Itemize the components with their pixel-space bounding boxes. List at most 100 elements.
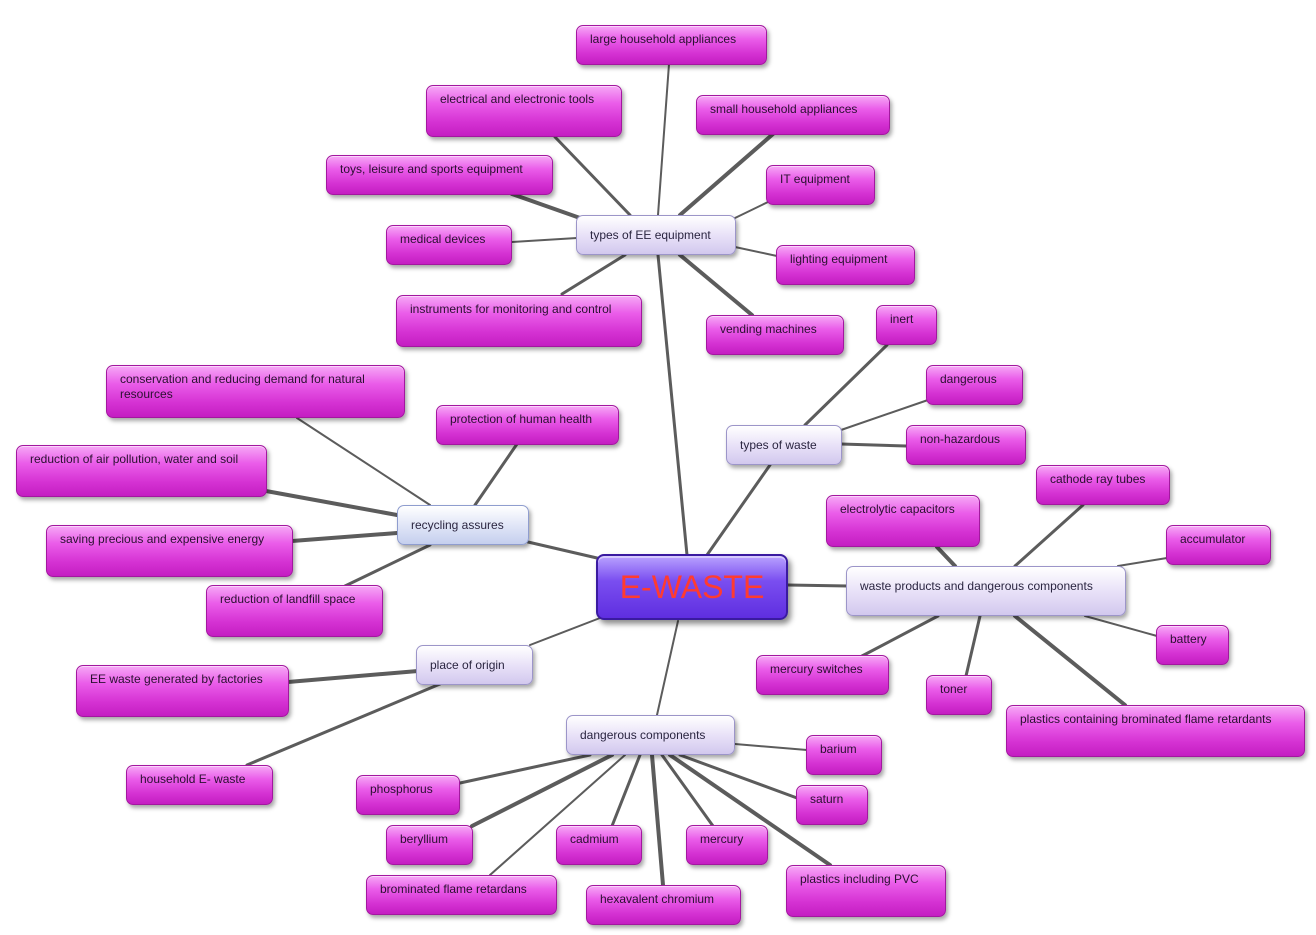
- leaf-node-cathode-ray-tubes[interactable]: cathode ray tubes: [1036, 465, 1170, 505]
- branch-node-label: dangerous components: [580, 728, 706, 742]
- branch-node-label: types of waste: [740, 438, 817, 452]
- leaf-node-hexavalent-chromium[interactable]: hexavalent chromium: [586, 885, 741, 925]
- connector-waste-inert: [803, 343, 889, 427]
- leaf-node-label: phosphorus: [370, 782, 433, 796]
- connector-recycling-landfill: [343, 543, 432, 588]
- leaf-node-label: reduction of air pollution, water and so…: [30, 452, 239, 466]
- leaf-node-instruments-monitoring[interactable]: instruments for monitoring and control: [396, 295, 642, 347]
- connector-origin-household: [245, 682, 442, 767]
- connector-ee-medical: [511, 237, 578, 243]
- leaf-node-household-e-waste[interactable]: household E- waste: [126, 765, 273, 805]
- leaf-node-battery[interactable]: battery: [1156, 625, 1229, 665]
- connector-components-pvc: [668, 753, 832, 867]
- leaf-node-reduction-landfill[interactable]: reduction of landfill space: [206, 585, 383, 637]
- connector-components-chromium: [650, 753, 665, 887]
- leaf-node-large-household-appliances[interactable]: large household appliances: [576, 25, 767, 65]
- branch-node-types-of-ee-equipment[interactable]: types of EE equipment: [576, 215, 736, 255]
- leaf-node-label: barium: [820, 742, 857, 756]
- leaf-node-label: accumulator: [1180, 532, 1246, 546]
- connector-components-phosphorus: [458, 753, 592, 785]
- leaf-node-saving-energy[interactable]: saving precious and expensive energy: [46, 525, 293, 577]
- connector-products-capacitors: [935, 545, 957, 568]
- branch-node-label: waste products and dangerous components: [860, 579, 1093, 593]
- leaf-node-mercury[interactable]: mercury: [686, 825, 768, 865]
- leaf-node-label: lighting equipment: [790, 252, 888, 266]
- leaf-node-protection-human-health[interactable]: protection of human health: [436, 405, 619, 445]
- leaf-node-label: beryllium: [400, 832, 449, 846]
- leaf-node-beryllium[interactable]: beryllium: [386, 825, 473, 865]
- branch-node-place-of-origin[interactable]: place of origin: [416, 645, 533, 685]
- leaf-node-electrolytic-capacitors[interactable]: electrolytic capacitors: [826, 495, 980, 547]
- connector-center-types-of-waste: [705, 463, 772, 557]
- connector-recycling-conservation: [296, 417, 431, 506]
- leaf-node-accumulator[interactable]: accumulator: [1166, 525, 1271, 565]
- branch-node-types-of-waste[interactable]: types of waste: [726, 425, 842, 465]
- leaf-node-label: mercury switches: [770, 662, 863, 676]
- center-node-label: E-WASTE: [619, 569, 765, 605]
- branch-node-label: place of origin: [430, 658, 505, 672]
- leaf-node-medical-devices[interactable]: medical devices: [386, 225, 512, 265]
- leaf-node-plastics-pvc[interactable]: plastics including PVC: [786, 865, 946, 917]
- connector-center-recycling: [526, 540, 599, 560]
- leaf-node-label: mercury: [700, 832, 744, 846]
- connector-components-barium: [734, 743, 808, 751]
- leaf-node-vending-machines[interactable]: vending machines: [706, 315, 844, 355]
- leaf-node-label: reduction of landfill space: [220, 592, 356, 606]
- leaf-node-mercury-switches[interactable]: mercury switches: [756, 655, 889, 695]
- leaf-node-label: conservation and reducing demand for nat…: [120, 372, 365, 401]
- leaf-node-plastics-brominated[interactable]: plastics containing brominated flame ret…: [1006, 705, 1305, 757]
- leaf-node-small-household-appliances[interactable]: small household appliances: [696, 95, 890, 135]
- connector-products-mercury-switches: [860, 614, 940, 658]
- connector-ee-vending: [678, 253, 754, 317]
- center-node-e-waste[interactable]: E-WASTE: [596, 554, 788, 620]
- connector-components-beryllium: [470, 753, 614, 828]
- branch-node-dangerous-components[interactable]: dangerous components: [566, 715, 735, 755]
- branch-node-recycling-assures[interactable]: recycling assures: [397, 505, 529, 545]
- leaf-node-conservation-resources[interactable]: conservation and reducing demand for nat…: [106, 365, 405, 418]
- connector-waste-dangerous: [840, 399, 929, 431]
- branch-node-waste-products[interactable]: waste products and dangerous components: [846, 566, 1126, 616]
- connector-center-dangerous-components: [656, 620, 679, 716]
- connector-ee-lighting: [734, 246, 778, 257]
- leaf-node-label: small household appliances: [710, 102, 858, 116]
- branch-node-label: types of EE equipment: [590, 228, 711, 242]
- leaf-node-saturn[interactable]: saturn: [796, 785, 868, 825]
- leaf-node-label: battery: [1170, 632, 1207, 646]
- leaf-node-lighting-equipment[interactable]: lighting equipment: [776, 245, 915, 285]
- leaf-node-toys-leisure-sports[interactable]: toys, leisure and sports equipment: [326, 155, 553, 195]
- connector-ee-instruments: [560, 253, 627, 296]
- connector-recycling-energy: [290, 531, 399, 543]
- leaf-node-non-hazardous[interactable]: non-hazardous: [906, 425, 1026, 465]
- leaf-node-barium[interactable]: barium: [806, 735, 882, 775]
- leaf-node-toner[interactable]: toner: [926, 675, 992, 715]
- leaf-node-label: protection of human health: [450, 412, 593, 426]
- connector-center-waste-products: [786, 583, 850, 588]
- leaf-node-label: instruments for monitoring and control: [410, 302, 612, 316]
- leaf-node-ee-waste-factories[interactable]: EE waste generated by factories: [76, 665, 289, 717]
- leaf-node-cadmium[interactable]: cadmium: [556, 825, 642, 865]
- connector-ee-it: [734, 201, 769, 219]
- connector-products-accumulator: [1117, 557, 1168, 567]
- leaf-node-phosphorus[interactable]: phosphorus: [356, 775, 460, 815]
- connector-products-toner: [964, 614, 982, 678]
- leaf-node-label: electrolytic capacitors: [840, 502, 955, 516]
- leaf-node-reduction-air-pollution[interactable]: reduction of air pollution, water and so…: [16, 445, 267, 497]
- connector-ee-small: [678, 132, 775, 217]
- connector-ee-toys: [510, 192, 582, 220]
- leaf-node-label: cathode ray tubes: [1050, 472, 1146, 486]
- branch-node-label: recycling assures: [411, 518, 504, 532]
- leaf-node-electrical-electronic-tools[interactable]: electrical and electronic tools: [426, 85, 622, 137]
- leaf-node-label: EE waste generated by factories: [90, 672, 263, 686]
- leaf-node-label: cadmium: [570, 832, 619, 846]
- leaf-node-dangerous[interactable]: dangerous: [926, 365, 1023, 405]
- leaf-node-brominated-flame-retardans[interactable]: brominated flame retardans: [366, 875, 557, 915]
- leaf-node-label: plastics including PVC: [800, 872, 919, 886]
- connector-waste-non-hazardous: [839, 442, 908, 448]
- connector-components-brominated: [489, 754, 626, 876]
- leaf-node-label: toner: [940, 682, 968, 696]
- leaf-node-label: non-hazardous: [920, 432, 1001, 446]
- leaf-node-inert[interactable]: inert: [876, 305, 937, 345]
- leaf-node-it-equipment[interactable]: IT equipment: [766, 165, 875, 205]
- leaf-node-label: large household appliances: [590, 32, 737, 46]
